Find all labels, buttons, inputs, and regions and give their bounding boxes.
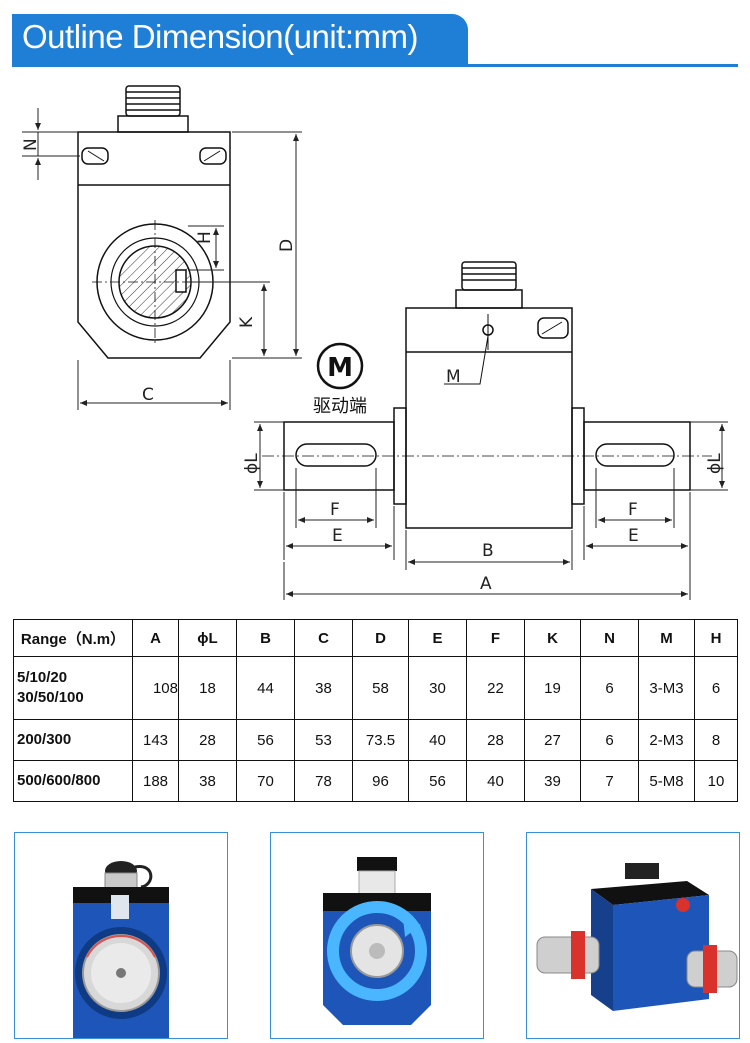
cell-N: 7	[580, 760, 639, 802]
spec-table: Range（N.m） A ϕL B C D E F K N M H 5/10/2…	[13, 619, 738, 802]
cell-C: 53	[294, 719, 353, 761]
cell-N: 6	[580, 656, 639, 720]
cell-E: 40	[408, 719, 467, 761]
cell-A: 108	[132, 656, 179, 720]
header-B: B	[236, 619, 295, 657]
header-E: E	[408, 619, 467, 657]
cell-D: 73.5	[352, 719, 409, 761]
drive-end-badge: M	[327, 353, 353, 383]
cell-E: 56	[408, 760, 467, 802]
header-M: M	[638, 619, 695, 657]
table-header-row: Range（N.m） A ϕL B C D E F K N M H	[13, 619, 738, 657]
cell-phiL: 18	[178, 656, 237, 720]
cell-K: 19	[524, 656, 581, 720]
cell-phiL: 28	[178, 719, 237, 761]
cell-E: 30	[408, 656, 467, 720]
cell-F: 28	[466, 719, 525, 761]
header-N: N	[580, 619, 639, 657]
front-view-dimensions	[254, 421, 728, 600]
side-view	[77, 85, 231, 359]
product-photo-perspective	[526, 832, 740, 1039]
drive-end-caption: 驱动端	[313, 396, 367, 417]
header-A: A	[132, 619, 179, 657]
cell-H: 8	[694, 719, 738, 761]
outline-drawing: N D H K C	[21, 85, 728, 600]
header-phiL: ϕL	[178, 619, 237, 657]
label-E-left: E	[332, 526, 343, 546]
label-phiL-left: ϕL	[242, 453, 262, 474]
header-C: C	[294, 619, 353, 657]
header-H: H	[694, 619, 738, 657]
cell-A: 143	[132, 719, 179, 761]
drive-end-marker: M 驱动端	[313, 342, 367, 417]
table-row: 200/300 143 28 56 53 73.5 40 28 27 6 2-M…	[13, 719, 738, 761]
cell-F: 40	[466, 760, 525, 802]
page-title: Outline Dimension(unit:mm)	[22, 18, 418, 55]
label-H: H	[195, 231, 215, 244]
title-banner	[12, 14, 468, 64]
cell-B: 44	[236, 656, 295, 720]
label-B: B	[482, 541, 494, 561]
label-M-screw: M	[446, 367, 461, 387]
cell-N: 6	[580, 719, 639, 761]
cell-M: 2-M3	[638, 719, 695, 761]
cell-K: 39	[524, 760, 581, 802]
title-underline	[12, 64, 738, 67]
label-C: C	[142, 385, 154, 405]
table-row: 500/600/800 188 38 70 78 96 56 40 39 7 5…	[13, 760, 738, 802]
label-F-left: F	[330, 500, 340, 520]
cell-D: 96	[352, 760, 409, 802]
label-K: K	[237, 316, 257, 328]
header-range: Range（N.m）	[13, 619, 133, 657]
cell-H: 6	[694, 656, 738, 720]
header-D: D	[352, 619, 409, 657]
header-K: K	[524, 619, 581, 657]
label-D: D	[277, 239, 297, 252]
cell-M: 3-M3	[638, 656, 695, 720]
cell-phiL: 38	[178, 760, 237, 802]
cell-H: 10	[694, 760, 738, 802]
range-cell: 500/600/800	[13, 760, 133, 802]
label-E-right: E	[628, 526, 639, 546]
label-A: A	[480, 574, 492, 594]
cell-F: 22	[466, 656, 525, 720]
cell-M: 5-M8	[638, 760, 695, 802]
range-cell: 200/300	[13, 719, 133, 761]
product-photo-rotation	[270, 832, 484, 1039]
cell-A: 188	[132, 760, 179, 802]
cell-C: 78	[294, 760, 353, 802]
cell-B: 56	[236, 719, 295, 761]
header-F: F	[466, 619, 525, 657]
label-phiL-right: ϕL	[705, 453, 725, 474]
cell-D: 58	[352, 656, 409, 720]
side-view-dimensions	[22, 108, 302, 410]
cell-C: 38	[294, 656, 353, 720]
label-N: N	[21, 138, 41, 151]
cell-B: 70	[236, 760, 295, 802]
label-F-right: F	[628, 500, 638, 520]
cell-K: 27	[524, 719, 581, 761]
product-photo-front	[14, 832, 228, 1039]
front-view	[262, 261, 712, 529]
